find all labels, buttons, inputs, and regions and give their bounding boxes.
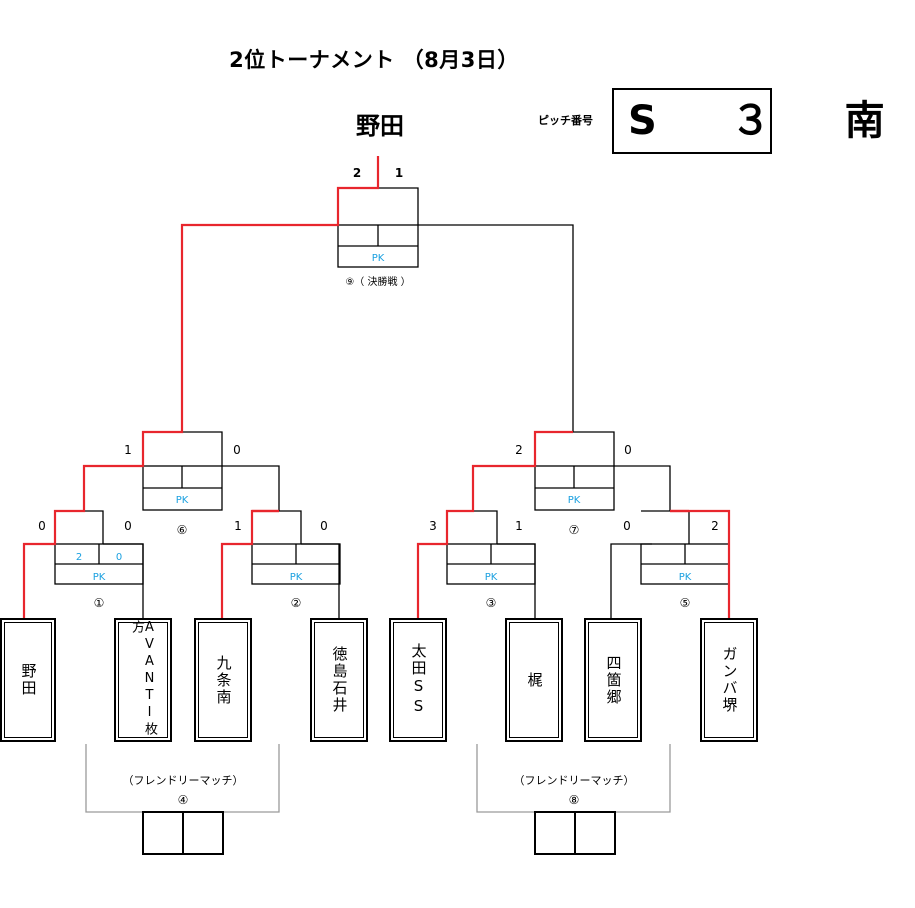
- team-gamba-sakai: ガンバ堺: [700, 618, 758, 742]
- team-name: 太田SS: [409, 643, 428, 717]
- m2-pk-label: PK: [290, 572, 303, 583]
- m1-score-left: 0: [38, 519, 46, 533]
- winner-name: 野田: [356, 112, 404, 140]
- m9-match-number: ⑨（ 決勝戦 ）: [345, 275, 410, 288]
- m3-score-left: 3: [429, 519, 437, 533]
- m7-pk-label: PK: [568, 495, 581, 506]
- m6-match-number: ⑥: [177, 523, 188, 537]
- friendly-match-number: ⑧: [568, 793, 580, 807]
- tournament-bracket: 2位トーナメント （8月3日） 野田 ピッチ番号 S ３ 南: [0, 48, 885, 855]
- team-noda: 野田: [0, 618, 56, 742]
- m1-pk-label: PK: [93, 572, 106, 583]
- m1-score-right: 0: [124, 519, 132, 533]
- m5-pk-label: PK: [679, 572, 692, 583]
- team-name: 四箇郷: [604, 654, 623, 706]
- team-tokushima-ishii: 徳島石井: [310, 618, 368, 742]
- m5-match-number: ⑤: [680, 596, 691, 610]
- team-shikago: 四箇郷: [584, 618, 642, 742]
- page-title: 2位トーナメント （8月3日）: [229, 48, 519, 72]
- team-name: 徳島石井: [330, 646, 349, 714]
- friendly-match-label: （フレンドリーマッチ）: [122, 774, 244, 787]
- m3-match-number: ③: [486, 596, 497, 610]
- team-name: AVANTI枚方: [129, 620, 157, 737]
- m9-score-left: 2: [353, 166, 361, 180]
- m5-score-right: 2: [711, 519, 719, 533]
- bracket-lines-winners: [22, 156, 731, 618]
- m9-score-right: 1: [395, 166, 403, 180]
- pitch-label: ピッチ番号: [538, 114, 593, 127]
- team-name: 九条南: [214, 654, 233, 706]
- friendly-match-label: （フレンドリーマッチ）: [513, 774, 635, 787]
- m1-match-number: ①: [94, 596, 105, 610]
- m6-score-right: 0: [233, 443, 241, 457]
- m5-score-left: 0: [623, 519, 631, 533]
- m7-score-right: 0: [624, 443, 632, 457]
- bracket-lines-black: [54, 187, 730, 855]
- m7-match-number: ⑦: [569, 523, 580, 537]
- m2-match-number: ②: [291, 596, 302, 610]
- team-name: 野田: [19, 663, 38, 697]
- team-kaji: 梶: [505, 618, 563, 742]
- pitch-number: S ３ 南: [612, 88, 885, 154]
- team-name: 梶: [525, 671, 544, 689]
- m7-score-left: 2: [515, 443, 523, 457]
- m1-pk-score-left: 2: [76, 552, 82, 563]
- m1-pk-score-right: 0: [116, 552, 122, 563]
- m3-pk-label: PK: [485, 572, 498, 583]
- team-name: ガンバ堺: [720, 646, 739, 714]
- team-kujominami: 九条南: [194, 618, 252, 742]
- team-avanti: AVANTI枚方: [114, 618, 172, 742]
- m2-score-right: 0: [320, 519, 328, 533]
- m6-score-left: 1: [124, 443, 132, 457]
- m9-pk-label: PK: [372, 253, 385, 264]
- m2-score-left: 1: [234, 519, 242, 533]
- m3-score-right: 1: [515, 519, 523, 533]
- m6-pk-label: PK: [176, 495, 189, 506]
- team-ota-ss: 太田SS: [389, 618, 447, 742]
- friendly-match-number: ④: [177, 793, 189, 807]
